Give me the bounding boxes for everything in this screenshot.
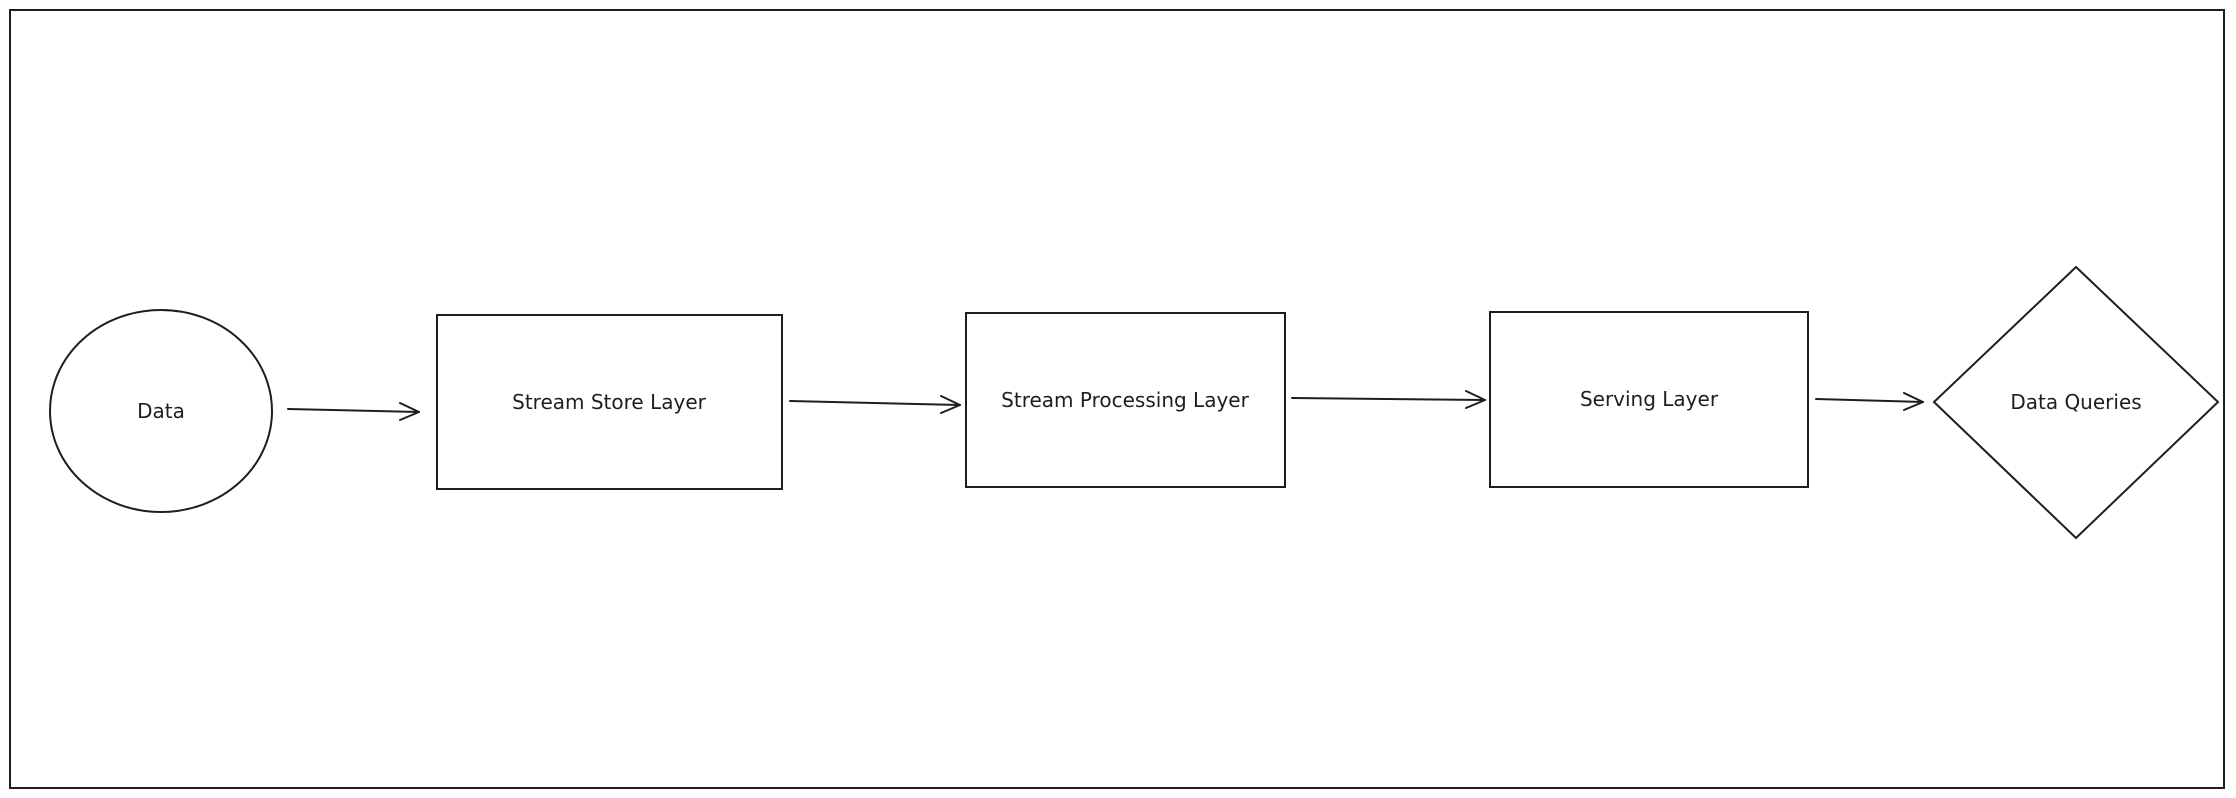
node-serving-layer[interactable]: Serving Layer [1489,311,1809,488]
arrow-head-icon [1903,392,1924,411]
data-ellipse [49,309,273,513]
data-queries-label: Data Queries [2010,390,2141,414]
arrow-line [789,400,961,406]
node-stream-store-layer[interactable]: Stream Store Layer [436,314,783,490]
edge-serving-to-data-queries [1815,392,1924,411]
stream-processing-layer-label: Stream Processing Layer [1001,388,1249,412]
node-data[interactable]: Data [49,309,273,513]
arrow-head-icon [399,402,420,421]
serving-layer-box [1489,311,1809,488]
stream-store-layer-box [436,314,783,490]
arrow-line [1815,398,1924,403]
arrow-line [287,408,420,413]
stream-store-layer-label: Stream Store Layer [512,390,706,414]
arrow-head-icon [940,395,961,414]
arrow-head-icon [1465,390,1486,409]
data-queries-diamond [1932,265,2220,540]
arrow-line [1291,397,1486,401]
data-label: Data [137,399,185,423]
node-data-queries[interactable]: Data Queries [1932,265,2220,540]
stream-processing-layer-box [965,312,1286,488]
node-stream-processing-layer[interactable]: Stream Processing Layer [965,312,1286,488]
edge-stream-processing-to-serving [1291,390,1486,409]
edge-data-to-stream-store [287,402,420,421]
serving-layer-label: Serving Layer [1580,387,1719,411]
edge-stream-store-to-stream-processing [789,395,961,414]
